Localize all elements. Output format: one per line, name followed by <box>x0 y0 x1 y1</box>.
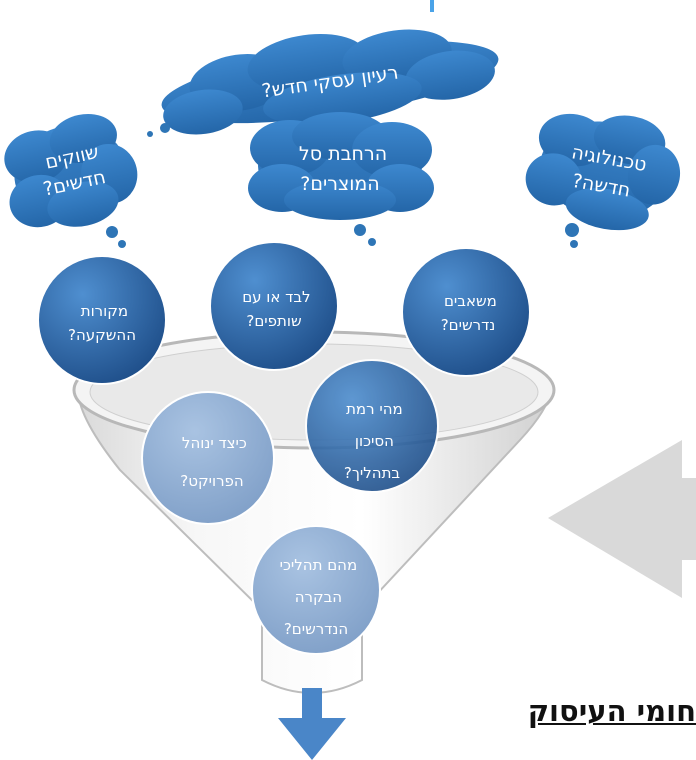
bubble-investment-sources: מקורות ההשקעה? <box>37 255 167 385</box>
bubble-text: מהם תהליכי הבקרה הנדרשים? <box>275 556 357 638</box>
bubble-text: כיצד ינוהל הפרויקט? <box>177 434 247 490</box>
bubble-line: ההשקעה? <box>68 326 136 344</box>
bubble-text: לבד או עם שותפים? <box>237 288 310 330</box>
bubble-line: הנדרשים? <box>284 620 348 638</box>
top-accent-mark <box>430 0 434 12</box>
bubble-line: משאבים <box>444 292 497 310</box>
cloud-new-technology: טכנולוגיה חדשה? <box>525 113 681 248</box>
bubble-required-resources: משאבים נדרשים? <box>401 247 531 377</box>
bubble-line: הפרויקט? <box>180 472 243 490</box>
cloud-expand-product-line: הרחבת סל המוצרים? <box>248 112 434 246</box>
bubble-line: כיצד ינוהל <box>182 434 247 452</box>
bubble-line: הבקרה <box>295 588 342 606</box>
cloud-line: הרחבת סל <box>299 143 387 165</box>
bubble-alone-or-partners: לבד או עם שותפים? <box>209 241 339 371</box>
bubble-line: מהי רמת <box>346 400 403 418</box>
caption: חומי העיסוק <box>527 694 696 728</box>
cloud-new-business-idea: רעיון עסקי חדש? <box>147 29 499 137</box>
bubble-text: משאבים נדרשים? <box>439 292 497 334</box>
bubble-text: מקורות ההשקעה? <box>68 302 136 344</box>
bubble-control-processes: מהם תהליכי הבקרה הנדרשים? <box>251 525 381 655</box>
bubble-line: מקורות <box>81 302 128 320</box>
gray-arrow-icon <box>548 440 696 598</box>
bubble-line: לבד או עם <box>242 288 310 306</box>
bubble-line: שותפים? <box>246 312 301 330</box>
bubble-project-management: כיצד ינוהל הפרויקט? <box>141 391 275 525</box>
bubble-risk-level: מהי רמת הסיכון בתהליך? <box>305 359 439 493</box>
cloud-new-markets: שווקים חדשים? <box>4 113 138 248</box>
bubble-line: נדרשים? <box>441 316 496 334</box>
bubble-line: מהם תהליכי <box>280 556 358 574</box>
bubble-text: מהי רמת הסיכון בתהליך? <box>341 400 402 482</box>
cloud-line: המוצרים? <box>300 173 379 195</box>
cloud-text: הרחבת סל המוצרים? <box>293 143 387 195</box>
bubble-line: בתהליך? <box>344 464 401 482</box>
bubble-line: הסיכון <box>355 432 394 450</box>
down-arrow-icon <box>278 688 346 760</box>
